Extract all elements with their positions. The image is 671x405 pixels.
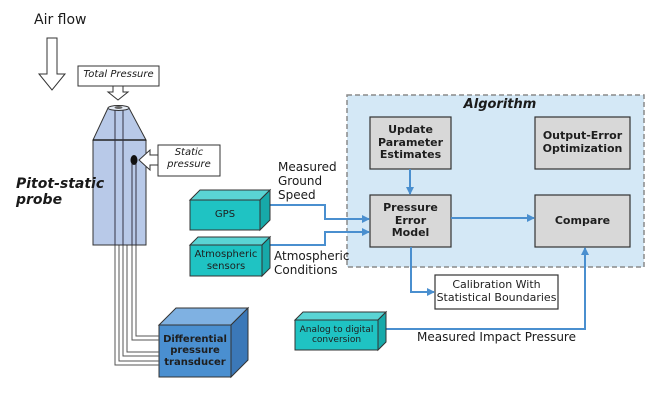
adc-device: [293, 310, 388, 352]
algorithm-title: Algorithm: [463, 97, 537, 112]
measured-ground-speed-label: Measured Ground Speed: [278, 160, 337, 202]
calibration-box: [434, 274, 559, 310]
compare-box: [534, 194, 631, 248]
pressure-error-model-label: Pressure Error Model: [383, 201, 438, 240]
update-parameter-estimates-label: Update Parameter Estimates: [377, 123, 444, 162]
total-pressure-label: Total Pressure: [83, 69, 154, 80]
update-parameter-estimates-box: [369, 116, 452, 170]
adc-label: Analog to digital conversion: [299, 324, 374, 345]
output-error-optimization-label: Output-Error Optimization: [542, 129, 623, 155]
static-pressure-label: Static pressure: [167, 147, 211, 170]
calibration-label: Calibration With Statistical Boundaries: [436, 278, 557, 304]
total-pressure-callout: [77, 65, 160, 101]
arrow-atmospheric-to-model: [270, 228, 370, 246]
arrow-gps-to-model: [270, 204, 370, 223]
arrow-adc-to-compare: [385, 247, 589, 330]
static-pressure-callout: [138, 144, 221, 177]
measured-impact-pressure-label: Measured Impact Pressure: [417, 330, 576, 344]
air-flow-arrow: [37, 37, 67, 91]
probe-label: Pitot-static probe: [16, 176, 105, 209]
pressure-tubes: [114, 245, 159, 366]
gps-label: GPS: [214, 209, 236, 221]
differential-transducer-label: Differential pressure transducer: [163, 333, 227, 368]
static-port: [130, 155, 138, 165]
pressure-error-model-box: [369, 194, 452, 248]
output-error-optimization-box: [534, 116, 631, 170]
compare-label: Compare: [554, 213, 611, 227]
atmospheric-sensors-device: [188, 235, 272, 278]
arrow-model-to-calibration: [410, 247, 435, 296]
differential-transducer-device: [157, 306, 250, 379]
gps-device: [188, 188, 272, 232]
atmospheric-conditions-label: Atmospheric Conditions: [274, 249, 350, 277]
pitot-static-probe: [92, 105, 147, 246]
atmospheric-sensors-label: Atmospheric sensors: [194, 249, 258, 272]
air-flow-label: Air flow: [34, 12, 87, 28]
